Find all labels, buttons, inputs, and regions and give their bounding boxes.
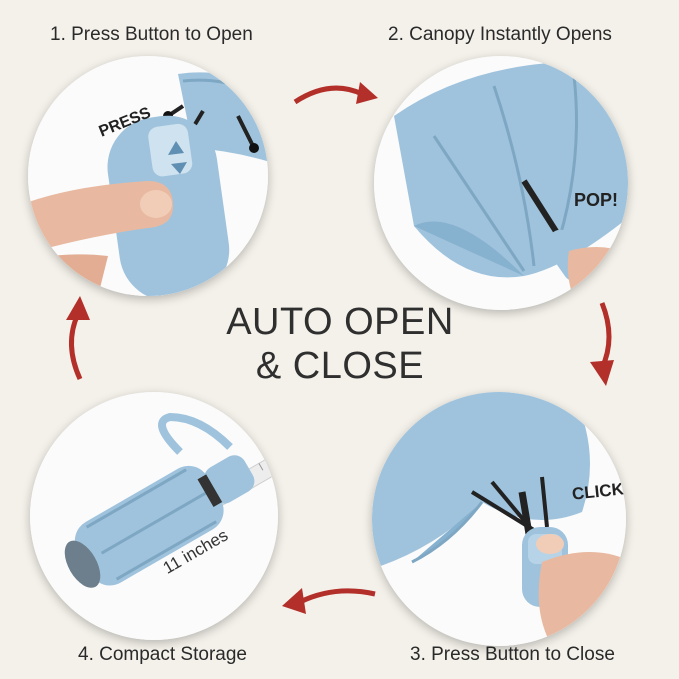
step-4-image: 11 inches — [30, 392, 278, 640]
step-2-label: 2. Canopy Instantly Opens — [388, 24, 612, 45]
step-4-label: 4. Compact Storage — [78, 644, 247, 665]
close-illustration — [372, 392, 626, 646]
arrow-2-to-3-icon — [590, 302, 614, 386]
compact-storage-illustration — [30, 392, 278, 640]
center-title: AUTO OPEN & CLOSE — [180, 300, 500, 388]
press-button-illustration — [28, 56, 268, 296]
center-title-line2: & CLOSE — [255, 345, 425, 387]
step-3-label: 3. Press Button to Close — [410, 644, 615, 665]
pop-callout: POP! — [574, 190, 619, 210]
arrow-4-to-1-icon — [66, 296, 90, 381]
step-1-image: PRESS — [28, 56, 268, 296]
arrow-3-to-4-icon — [282, 588, 376, 614]
step-2-image: POP! — [374, 56, 628, 310]
step-1-label: 1. Press Button to Open — [50, 24, 253, 45]
arrow-1-to-2-icon — [293, 82, 378, 105]
canopy-open-illustration — [374, 56, 628, 310]
step-3-image: CLICK — [372, 392, 626, 646]
